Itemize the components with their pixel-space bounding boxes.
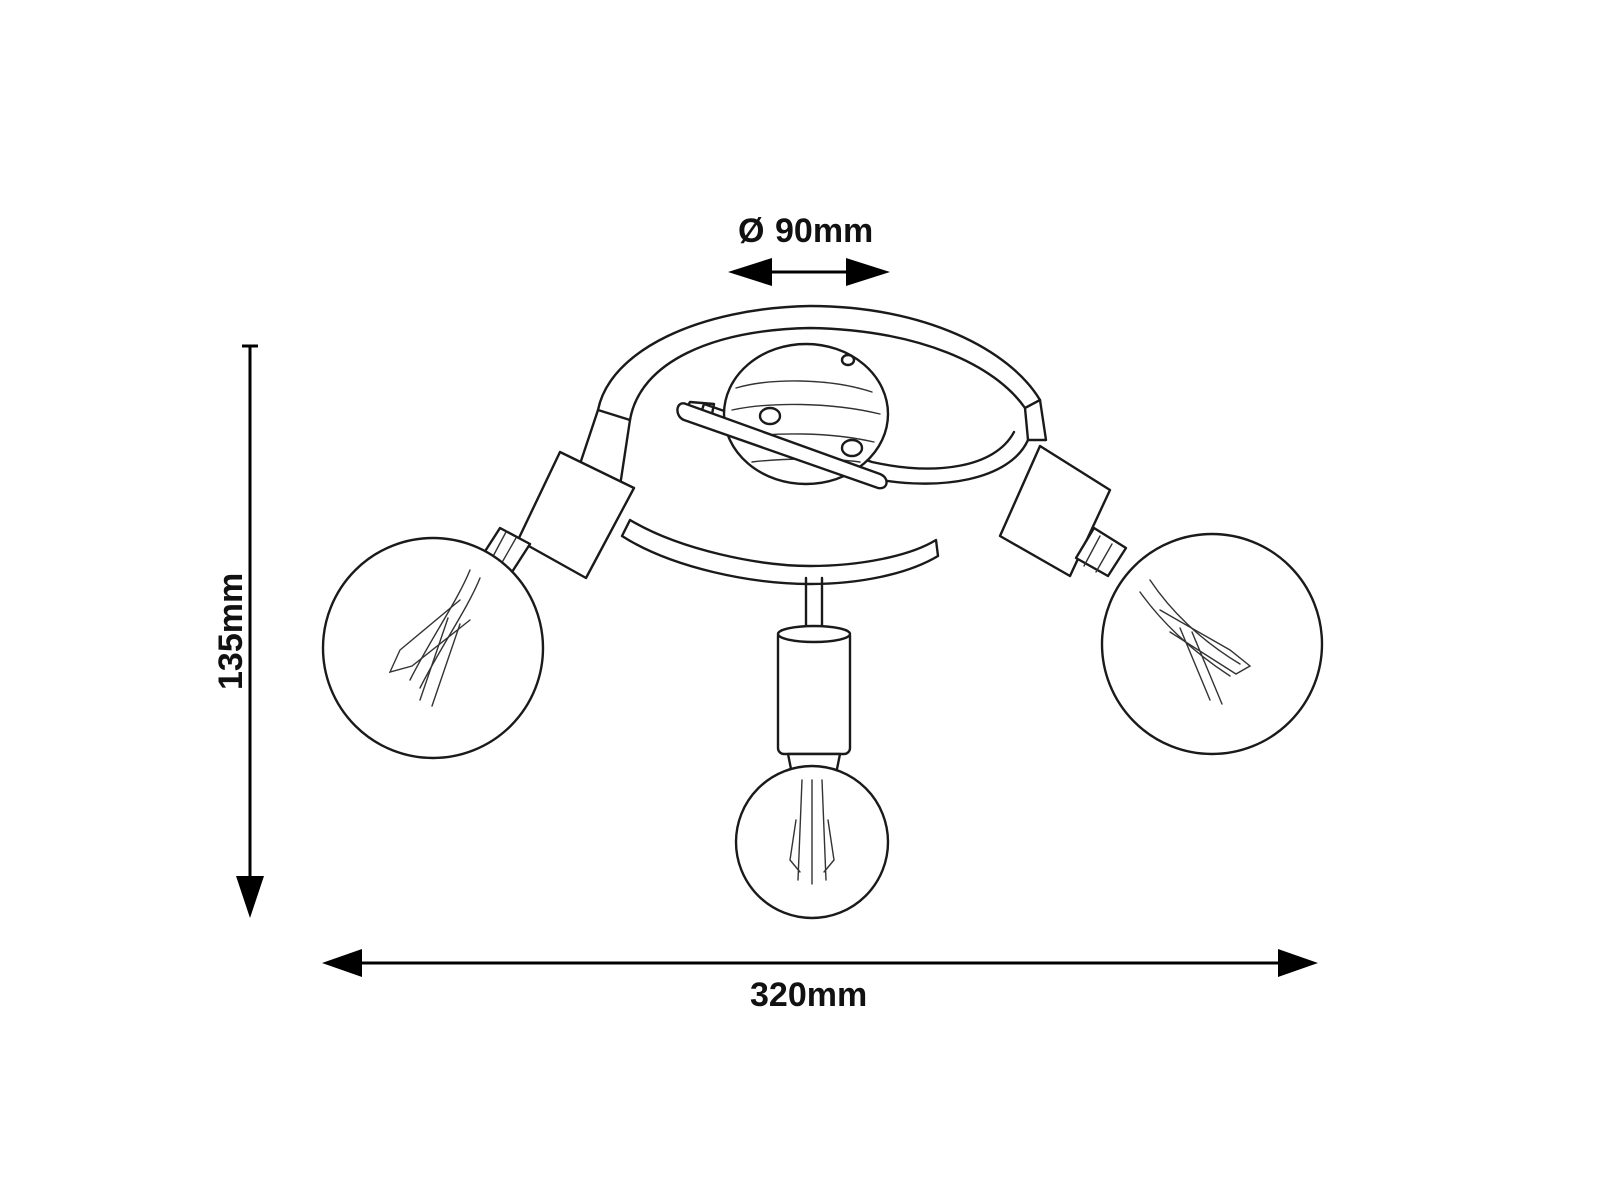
width-arrow-right <box>1278 949 1318 977</box>
right-socket <box>998 444 1112 578</box>
center-filament-1 <box>797 779 803 881</box>
right-filament-1 <box>1149 579 1241 665</box>
diameter-label: 90mm <box>775 212 873 250</box>
height-label: 135mm <box>212 573 250 690</box>
right-arm <box>1023 398 1048 442</box>
center-socket <box>776 628 852 756</box>
width-arrow-left <box>322 949 362 977</box>
lamp-illustration <box>321 304 1324 920</box>
canopy-rod <box>676 402 888 490</box>
diameter-dimension: Ø 90mm <box>728 212 890 286</box>
width-dimension: 320mm <box>322 949 1318 1014</box>
center-stem <box>804 576 824 628</box>
right-bulb <box>1100 532 1324 756</box>
diameter-arrow-left <box>728 258 772 286</box>
width-label: 320mm <box>750 976 867 1014</box>
canopy-screw-top <box>840 353 856 367</box>
left-socket <box>516 450 636 580</box>
canopy-screw-left <box>758 406 782 426</box>
height-dimension: 135mm <box>212 344 264 918</box>
left-filament-1 <box>409 569 471 681</box>
height-arrow-bottom <box>236 876 264 918</box>
left-lamp <box>321 450 636 760</box>
canopy-screw-right <box>840 438 864 458</box>
left-bulb <box>321 536 545 760</box>
diameter-arrow-right <box>846 258 890 286</box>
diameter-symbol: Ø <box>738 212 764 250</box>
spiral-arm-lower <box>620 518 940 586</box>
right-lamp <box>998 444 1324 756</box>
center-lamp <box>734 576 890 920</box>
right-socket-collar <box>1074 526 1128 578</box>
